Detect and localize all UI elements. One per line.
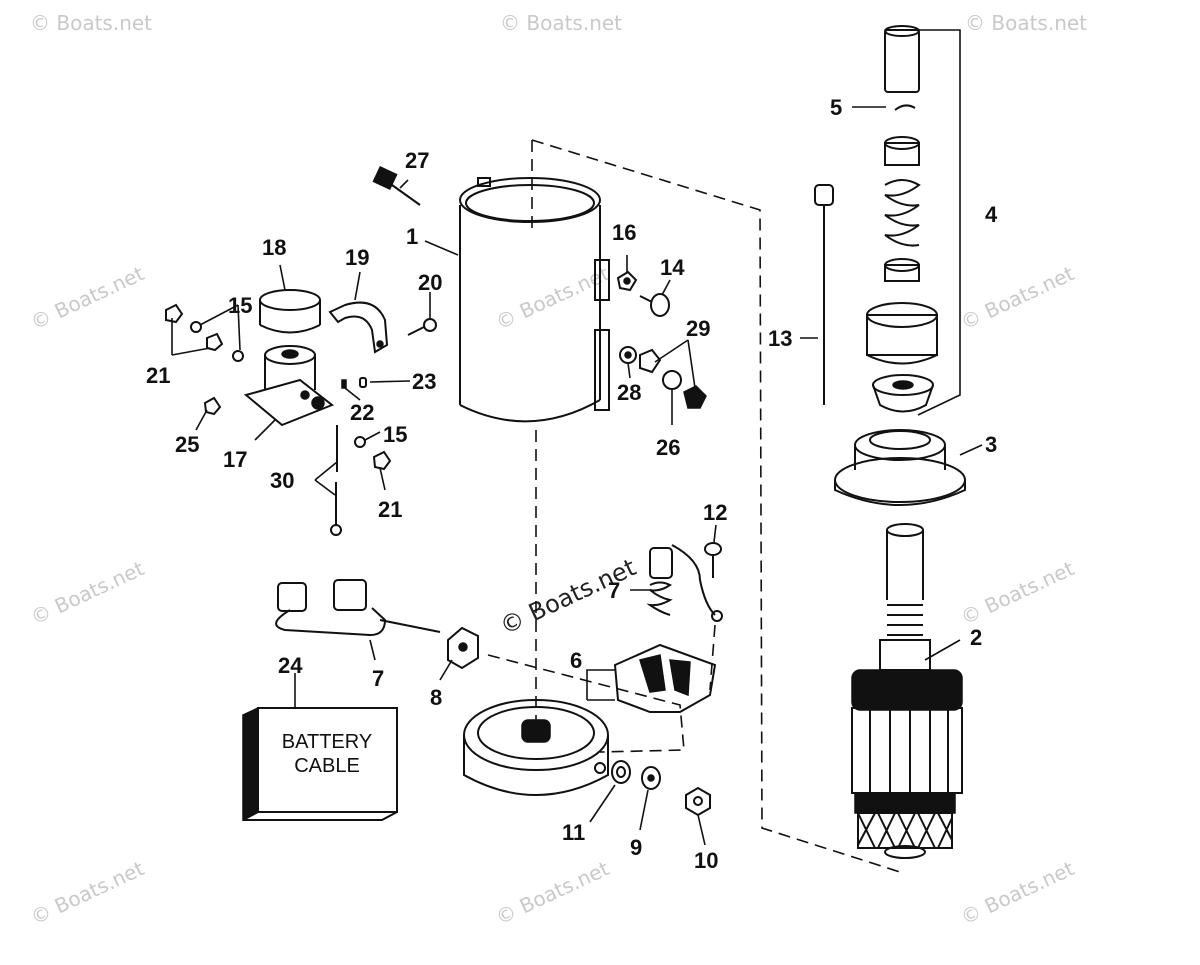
- callout-15: 15: [228, 293, 252, 318]
- watermark: © Boats.net: [27, 261, 148, 334]
- callout-23: 23: [412, 369, 436, 394]
- callout-19: 19: [345, 245, 369, 270]
- callout-21: 21: [146, 363, 170, 388]
- callout-11: 11: [562, 820, 585, 845]
- callout-2: 2: [970, 625, 982, 650]
- callout-13: 13: [768, 326, 792, 351]
- callout-14: 14: [660, 255, 685, 280]
- callout-21: 21: [378, 497, 402, 522]
- sleeve-18: [259, 289, 321, 334]
- callout-18: 18: [262, 235, 286, 260]
- brush-holder-6: [275, 542, 723, 713]
- screw-20: [407, 318, 437, 336]
- callout-labels: 1 2 3 4 5 6 7 7 8 9 10 11 12 13 14 15 15…: [146, 95, 998, 873]
- callout-20: 20: [418, 270, 442, 295]
- solenoid-17: [243, 345, 334, 427]
- thru-bolt-13: [814, 184, 834, 405]
- watermark-layer: © Boats.net © Boats.net © Boats.net © Bo…: [27, 11, 1087, 930]
- battery-cable-box: BATTERY CABLE: [242, 706, 398, 822]
- leader-lines: [171, 29, 983, 846]
- callout-16: 16: [612, 220, 636, 245]
- armature-2: [851, 523, 963, 859]
- dashed-line-brush: [487, 654, 685, 753]
- callout-25: 25: [175, 432, 199, 457]
- end-cap: [463, 699, 609, 796]
- dashed-line-right: [531, 139, 901, 873]
- callout-15: 15: [383, 422, 407, 447]
- field-frame: [459, 177, 610, 423]
- callout-5: 5: [830, 95, 842, 120]
- callout-7: 7: [608, 578, 620, 603]
- callout-26: 26: [656, 435, 680, 460]
- strap-19: [328, 301, 389, 354]
- bolt-27: [372, 165, 421, 206]
- callout-1: 1: [406, 224, 418, 249]
- end-hardware: [611, 760, 711, 817]
- callout-27: 27: [405, 148, 429, 173]
- small-hardware-left: [165, 303, 392, 471]
- callout-7: 7: [372, 666, 384, 691]
- callout-29: 29: [686, 316, 710, 341]
- drive-assembly-4: [866, 25, 938, 413]
- callout-8: 8: [430, 685, 442, 710]
- callout-9: 9: [630, 835, 642, 860]
- watermark: © Boats.net: [27, 556, 148, 629]
- watermark: © Boats.net: [957, 261, 1078, 334]
- callout-22: 22: [350, 400, 374, 425]
- battery-cable-line2: CABLE: [294, 755, 360, 777]
- watermark: © Boats.net: [27, 856, 148, 929]
- watermark: © Boats.net: [492, 856, 613, 929]
- watermark: © Boats.net: [30, 11, 152, 35]
- drive-end-head-3: [834, 429, 966, 506]
- dashed-line-screw: [709, 624, 716, 691]
- callout-12: 12: [703, 500, 727, 525]
- watermark: © Boats.net: [965, 11, 1087, 35]
- callout-10: 10: [694, 848, 718, 873]
- callout-28: 28: [617, 380, 641, 405]
- assembly-dashed-lines: [487, 139, 901, 873]
- callout-4: 4: [985, 202, 998, 227]
- callout-3: 3: [985, 432, 997, 457]
- terminal-8: [447, 626, 479, 670]
- callout-17: 17: [223, 447, 247, 472]
- battery-cable-line1: BATTERY: [282, 731, 372, 753]
- callout-24: 24: [278, 653, 303, 678]
- callout-30: 30: [270, 468, 294, 493]
- callout-6: 6: [570, 648, 582, 673]
- watermark: © Boats.net: [957, 556, 1078, 629]
- watermark: © Boats.net: [500, 11, 622, 35]
- watermark: © Boats.net: [957, 856, 1078, 929]
- terminals-30: [330, 425, 342, 536]
- hardware-right-of-frame: [616, 270, 707, 409]
